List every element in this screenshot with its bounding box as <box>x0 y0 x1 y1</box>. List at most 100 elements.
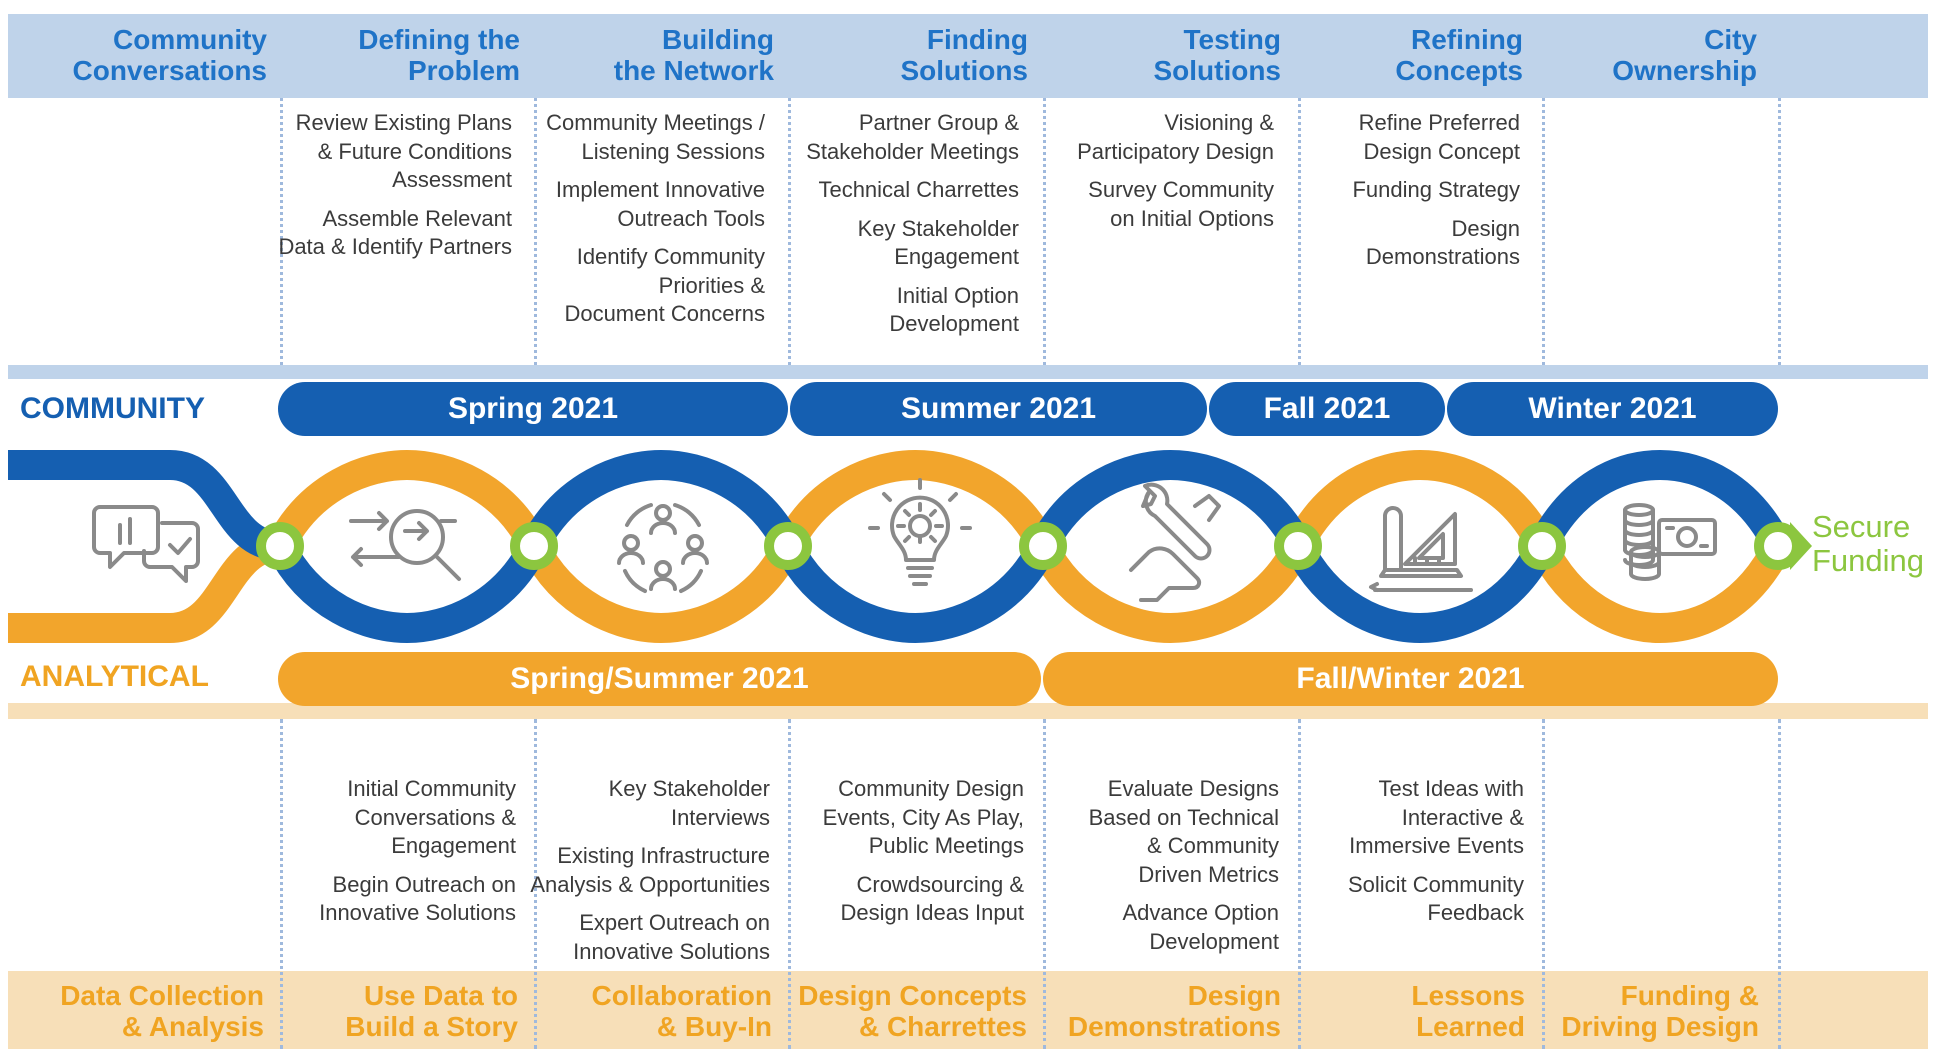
phase-bottom-7-line2: Driving Design <box>1561 1011 1759 1042</box>
column-divider <box>1043 719 1046 1049</box>
community-timeline-fall: Fall 2021 <box>1209 382 1445 436</box>
milestone-node <box>1274 522 1322 570</box>
column-divider <box>1298 98 1301 365</box>
phase-bottom-4: Design Concepts& Charrettes <box>787 980 1027 1042</box>
analytical-phase-footer-band <box>8 971 1928 1049</box>
analytical-note: Existing Infrastructure Analysis & Oppor… <box>530 843 770 897</box>
phase-bottom-1-line2: & Analysis <box>121 1011 264 1042</box>
analytical-notes-col-2: Initial Community Conversations & Engage… <box>276 775 516 938</box>
community-note: Design Demonstrations <box>1365 215 1520 270</box>
milestone-node <box>764 522 812 570</box>
community-track-label: COMMUNITY <box>20 392 205 425</box>
community-notes-col-5: Visioning & Participatory Design Survey … <box>1034 109 1274 243</box>
community-note: Funding Strategy <box>1352 177 1520 202</box>
phase-top-1-line2: Conversations <box>72 55 268 86</box>
analytical-notes-col-5: Evaluate Designs Based on Technical & Co… <box>1039 775 1279 966</box>
community-note: Review Existing Plans & Future Condition… <box>295 110 512 192</box>
phase-bottom-6-line1: Lessons <box>1411 980 1525 1011</box>
column-divider <box>534 719 537 1049</box>
phase-bottom-6-line2: Learned <box>1416 1011 1525 1042</box>
coins-money-icon <box>1623 503 1717 581</box>
lightbulb-gear-icon <box>868 478 972 586</box>
analytical-note: Evaluate Designs Based on Technical & Co… <box>1088 776 1279 887</box>
analytical-note: Key Stakeholder Interviews <box>608 776 770 830</box>
phase-top-5-line1: Testing <box>1183 24 1281 55</box>
phase-top-1-line1: Community <box>113 24 267 55</box>
phase-bottom-4-line2: & Charrettes <box>858 1011 1027 1042</box>
community-note: Initial Option Development <box>889 282 1019 337</box>
community-strand <box>8 449 1792 644</box>
phase-bottom-3-line1: Collaboration <box>591 980 772 1011</box>
column-divider <box>280 719 283 1049</box>
phase-bottom-7-line1: Funding & <box>1620 980 1759 1011</box>
phase-bottom-5-line1: Design <box>1187 980 1281 1011</box>
milestone-node <box>1754 522 1802 570</box>
phase-bottom-2-line2: Build a Story <box>345 1011 518 1042</box>
phase-bottom-1: Data Collection& Analysis <box>24 980 264 1042</box>
column-divider <box>534 98 537 365</box>
column-divider <box>1778 719 1781 1049</box>
analytical-note: Advance Option Development <box>1122 900 1279 954</box>
milestone-node <box>510 522 558 570</box>
analytical-note: Expert Outreach on Innovative Solutions <box>573 910 770 964</box>
column-divider <box>280 98 283 365</box>
milestone-node <box>1518 522 1566 570</box>
analytical-note: Community Design Events, City As Play, P… <box>822 776 1024 858</box>
community-note: Technical Charrettes <box>818 177 1019 202</box>
column-divider <box>1542 719 1545 1049</box>
magnifier-arrows-icon <box>349 509 461 581</box>
phase-bottom-3-line2: & Buy-In <box>656 1011 772 1042</box>
people-network-icon <box>617 503 709 593</box>
analytical-notes-col-6: Test Ideas with Interactive & Immersive … <box>1284 775 1524 938</box>
community-note: Implement Innovative Outreach Tools <box>555 177 765 231</box>
phase-top-3-line1: Building <box>662 24 774 55</box>
column-divider <box>788 719 791 1049</box>
analytical-notes-col-3: Key Stakeholder Interviews Existing Infr… <box>530 775 770 976</box>
phase-top-4-line1: Finding <box>926 24 1028 55</box>
milestone-node <box>1019 522 1067 570</box>
chat-bubbles-icon <box>92 505 200 583</box>
phase-bottom-7: Funding &Driving Design <box>1519 980 1759 1042</box>
analytical-note: Test Ideas with Interactive & Immersive … <box>1349 776 1524 858</box>
drafting-ruler-icon <box>1369 506 1473 592</box>
milestone-node <box>256 522 304 570</box>
analytical-note: Begin Outreach on Innovative Solutions <box>319 871 516 926</box>
column-divider <box>1043 98 1046 365</box>
analytical-note: Crowdsourcing & Design Ideas Input <box>840 871 1024 926</box>
goal-secure-funding: Secure Funding <box>1812 510 1924 578</box>
analytical-track-label: ANALYTICAL <box>20 660 209 693</box>
community-note: Partner Group & Stakeholder Meetings <box>806 110 1019 164</box>
phase-top-5-line2: Solutions <box>1153 55 1281 86</box>
goal-line2: Funding <box>1812 543 1925 578</box>
phase-top-6-line2: Concepts <box>1395 55 1523 86</box>
phase-top-3-line2: the Network <box>613 55 774 86</box>
column-divider <box>788 98 791 365</box>
community-notes-col-2: Review Existing Plans & Future Condition… <box>272 109 512 272</box>
phase-bottom-1-line1: Data Collection <box>60 980 264 1011</box>
analytical-timeline-fall-winter: Fall/Winter 2021 <box>1043 652 1778 706</box>
phase-bottom-4-line1: Design Concepts <box>798 980 1027 1011</box>
phase-top-7-line1: City <box>1704 24 1757 55</box>
phase-top-6-line1: Refining <box>1411 24 1523 55</box>
analytical-note: Initial Community Conversations & Engage… <box>347 776 516 858</box>
column-divider <box>1542 98 1545 365</box>
analytical-timeline-spring-summer: Spring/Summer 2021 <box>278 652 1041 706</box>
phase-bottom-5-line2: Demonstrations <box>1067 1011 1281 1042</box>
column-divider <box>1778 98 1781 365</box>
phase-top-7-line2: Ownership <box>1612 55 1757 86</box>
community-separator-band <box>8 365 1928 379</box>
community-phase-header-band <box>8 14 1928 98</box>
community-note: Assemble Relevant Data & Identify Partne… <box>278 205 512 260</box>
analytical-strand <box>8 449 1792 644</box>
wrench-hand-icon <box>1129 482 1221 602</box>
community-timeline-summer: Summer 2021 <box>790 382 1207 436</box>
